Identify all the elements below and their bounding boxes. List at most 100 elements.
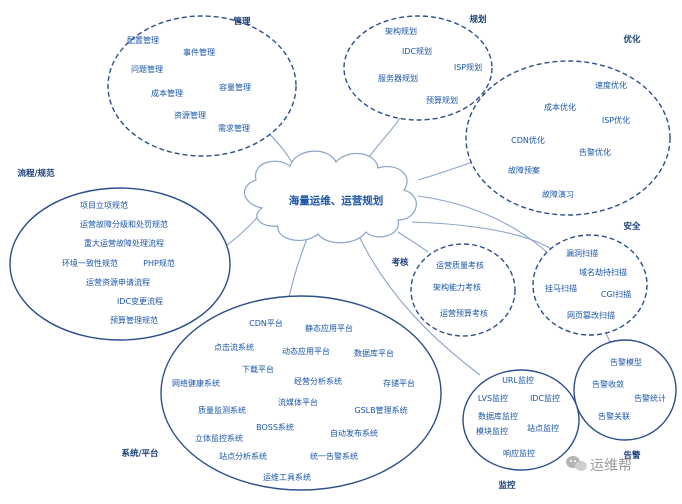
- planning-item: 架构规划: [385, 26, 417, 36]
- alarm-item: 告警收敛: [592, 379, 624, 389]
- assessment-bubble: [410, 243, 516, 337]
- management-item: 配置管理: [127, 35, 159, 45]
- cluster-optimization: 优化 速度优化 成本优化 ISP优化 CDN优化 告警优化 故障预案 故障演习: [465, 34, 671, 216]
- security-item: 网页篡改扫描: [567, 310, 615, 320]
- watermark-text: 运维帮: [590, 458, 632, 474]
- optimization-item: ISP优化: [602, 115, 630, 125]
- cluster-management: 管理 配置管理 事件管理 问题管理 成本管理 容量管理 资源管理 需求管理: [107, 15, 297, 157]
- cluster-planning: 规划 架构规划 IDC规划 ISP规划 服务器规划 预算规划: [343, 14, 493, 121]
- monitoring-item: LVS监控: [478, 393, 508, 403]
- systems-title: 系统/平台: [121, 448, 159, 459]
- process-title: 流程/规范: [17, 168, 55, 179]
- monitoring-item: IDC监控: [530, 393, 560, 403]
- alarm-title: 告警: [623, 450, 641, 461]
- optimization-bubble: [465, 60, 671, 216]
- systems-item: GSLB管理系统: [354, 405, 407, 415]
- planning-item: 预算规划: [426, 95, 458, 105]
- monitoring-item: 数据库监控: [478, 411, 518, 421]
- management-item: 成本管理: [151, 88, 183, 98]
- systems-item: CDN平台: [249, 318, 283, 328]
- process-item: 预算管理规范: [110, 315, 158, 325]
- systems-item: 立体监控系统: [195, 433, 243, 443]
- link-to-security: [411, 221, 554, 251]
- systems-item: 点击流系统: [214, 342, 254, 352]
- systems-item: 存储平台: [383, 378, 415, 388]
- process-item: 项目立项规范: [80, 200, 128, 210]
- assessment-item: 运营质量考核: [436, 260, 484, 270]
- process-item: 运营故障分级和处罚规范: [80, 219, 168, 229]
- optimization-item: 故障演习: [542, 189, 574, 199]
- systems-item: 经营分析系统: [294, 376, 342, 386]
- link-to-systems: [287, 235, 309, 303]
- systems-item: 静态应用平台: [305, 323, 353, 333]
- systems-item: 站点分析系统: [219, 451, 267, 461]
- cluster-systems: 系统/平台 CDN平台 静态应用平台 点击流系统 动态应用平台 数据库平台 下载…: [121, 295, 442, 491]
- process-item: PHP规范: [143, 258, 175, 268]
- monitoring-item: 模块监控: [476, 426, 508, 436]
- center-title: 海量运维、运营规划: [289, 194, 384, 207]
- security-item: 挂马扫描: [545, 283, 577, 293]
- management-item: 事件管理: [183, 47, 215, 57]
- watermark: 运维帮: [566, 456, 632, 474]
- planning-bubble: [343, 15, 493, 121]
- planning-item: IDC规划: [402, 46, 432, 56]
- optimization-item: 告警优化: [579, 147, 611, 157]
- alarm-item: 告警关联: [598, 411, 630, 421]
- assessment-item: 运营预算考核: [440, 308, 488, 318]
- systems-item: 下载平台: [242, 364, 274, 374]
- cluster-assessment: 考核 运营质量考核 架构能力考核 运营预算考核: [391, 243, 516, 337]
- optimization-title: 优化: [623, 34, 641, 45]
- cluster-alarm: 告警 告警模型 告警收敛 告警统计 告警关联: [573, 339, 677, 461]
- alarm-bubble: [573, 339, 677, 441]
- center-cloud-shape: [244, 150, 417, 244]
- cluster-monitoring: 监控 URL监控 LVS监控 IDC监控 数据库监控 模块监控 站点监控 响应监…: [462, 369, 580, 491]
- systems-item: BOSS系统: [256, 422, 294, 432]
- management-item: 问题管理: [131, 64, 163, 74]
- optimization-item: CDN优化: [511, 135, 545, 145]
- process-item: 运营资源申请流程: [86, 277, 150, 287]
- planning-title: 规划: [469, 14, 486, 25]
- monitoring-title: 监控: [498, 480, 516, 491]
- alarm-item: 告警模型: [610, 357, 642, 367]
- center-cloud: 海量运维、运营规划: [244, 150, 417, 244]
- security-item: CGI扫描: [601, 289, 631, 299]
- management-item: 需求管理: [218, 123, 250, 133]
- optimization-item: 故障预案: [508, 165, 540, 175]
- systems-item: 自动发布系统: [330, 428, 378, 438]
- management-bubble: [107, 15, 297, 157]
- optimization-item: 成本优化: [544, 102, 576, 112]
- management-item: 资源管理: [174, 110, 206, 120]
- process-bubble: [9, 187, 231, 341]
- systems-bubble: [160, 295, 442, 491]
- systems-item: 数据库平台: [354, 348, 394, 358]
- monitoring-bubble: [462, 369, 580, 471]
- systems-item: 运维工具系统: [263, 472, 311, 482]
- security-item: 域名劫持扫描: [579, 267, 627, 277]
- process-item: 环境一致性规范: [62, 258, 118, 268]
- monitoring-item: 响应监控: [503, 448, 535, 458]
- monitoring-item: 站点监控: [527, 423, 559, 433]
- security-title: 安全: [623, 221, 641, 232]
- systems-item: 质量监测系统: [198, 405, 246, 415]
- cluster-process: 流程/规范 项目立项规范 运营故障分级和处罚规范 重大运营故障处理流程 环境一致…: [9, 168, 231, 341]
- link-to-assessment: [397, 231, 429, 253]
- process-item: 重大运营故障处理流程: [84, 238, 164, 248]
- cluster-security: 安全 漏洞扫描 域名劫持扫描 挂马扫描 CGI扫描 网页篡改扫描: [532, 221, 648, 336]
- systems-item: 网络健康系统: [172, 378, 220, 388]
- systems-item: 流媒体平台: [278, 397, 318, 407]
- management-item: 容量管理: [219, 82, 251, 92]
- systems-item: 统一告警系统: [310, 451, 358, 461]
- planning-item: ISP规划: [454, 62, 482, 72]
- assessment-title: 考核: [391, 257, 409, 268]
- security-item: 漏洞扫描: [566, 248, 598, 258]
- security-bubble: [532, 234, 648, 336]
- assessment-item: 架构能力考核: [433, 282, 481, 292]
- alarm-item: 告警统计: [634, 393, 666, 403]
- wechat-logo-icon: [566, 456, 587, 471]
- optimization-item: 速度优化: [595, 80, 627, 90]
- monitoring-item: URL监控: [502, 375, 534, 385]
- link-to-monitoring: [359, 237, 481, 376]
- process-item: IDC变更流程: [117, 296, 163, 306]
